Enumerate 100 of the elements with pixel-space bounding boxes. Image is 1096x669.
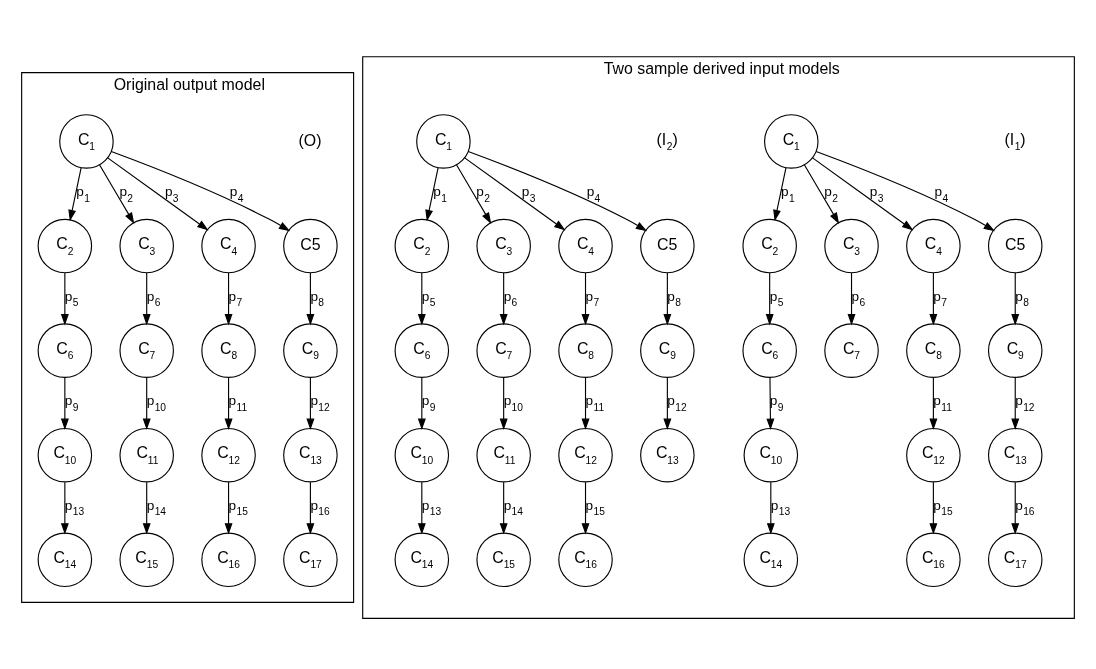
node-circle: C$_{11}$ [476, 427, 531, 483]
edge-label: p$_{2}$ [476, 184, 491, 204]
edge-label: p$_{10}$ [146, 393, 167, 413]
node-circle: C$_{3}$ [476, 218, 531, 274]
node-circle: C$_{14}$ [743, 532, 799, 588]
node-circle: C$_{8}$ [906, 323, 961, 378]
node-circle: C$_{7}$ [824, 323, 879, 378]
edge-label: p$_{9}$ [421, 393, 436, 413]
arrow [773, 167, 787, 222]
node-circle: C$_{16}$ [201, 532, 256, 588]
node-circle: C$_{17}$ [283, 532, 338, 588]
node-circle: C$_{7}$ [476, 323, 531, 378]
arrow [107, 157, 209, 231]
arrow [467, 151, 648, 232]
arrow [417, 272, 426, 326]
node-circle: C$_{6}$ [742, 323, 797, 378]
arrow [663, 272, 672, 326]
node-circle: C$_{7}$ [119, 323, 174, 378]
arrow [766, 481, 775, 535]
arrow [499, 481, 508, 535]
arrow [455, 164, 492, 224]
edge-label: p$_{10}$ [503, 393, 523, 413]
node-circle: C5 [640, 218, 695, 274]
arrow [811, 157, 914, 231]
arrow [110, 151, 291, 232]
edge-label: p$_{6}$ [146, 288, 161, 309]
edge-label: p$_{9}$ [64, 393, 79, 413]
node-circle: C$_{13}$ [987, 427, 1043, 483]
node-circle: C$_{15}$ [119, 532, 174, 588]
node-circle: C$_{12}$ [201, 427, 256, 483]
edge-label: p$_{13}$ [421, 497, 442, 518]
arrow [815, 151, 995, 232]
edge-label: p$_{4}$ [934, 184, 949, 204]
arrow [142, 481, 151, 535]
arrow [803, 164, 840, 224]
arrow [1011, 377, 1020, 430]
edge-label: p$_{15}$ [585, 497, 605, 518]
edge-label: p$_{5}$ [64, 288, 79, 309]
arrow [464, 157, 566, 231]
arrow [499, 272, 508, 326]
node-circle: C$_{13}$ [640, 427, 695, 483]
edge-label: p$_{1}$ [781, 184, 795, 204]
node-circle: C$_{6}$ [394, 323, 450, 378]
arrow [60, 377, 69, 430]
edge-label: p$_{3}$ [164, 184, 179, 204]
edge-label: p$_{7}$ [585, 288, 600, 309]
arrow [306, 272, 315, 326]
edge-label: p$_{13}$ [770, 497, 791, 518]
node-circle: C$_{14}$ [394, 532, 450, 588]
edge-label: p$_{5}$ [769, 288, 784, 309]
node-circle: C$_{4}$ [906, 218, 961, 274]
arrow [499, 377, 508, 430]
node-circle: C$_{1}$ [764, 114, 819, 169]
edge-label: p$_{16}$ [310, 497, 330, 518]
edge-label: p$_{2}$ [824, 184, 838, 204]
edge-label: p$_{13}$ [64, 497, 85, 518]
node-circle: C$_{9}$ [640, 323, 695, 378]
arrow [224, 272, 233, 326]
edge-label: p$_{8}$ [667, 288, 682, 309]
arrow [929, 377, 938, 430]
edge-label: p$_{1}$ [433, 184, 447, 204]
node-circle: C$_{9}$ [283, 323, 338, 378]
edge-label: p$_{11}$ [585, 393, 605, 413]
edge-label: p$_{7}$ [228, 288, 243, 309]
edge-label: p$_{11}$ [228, 393, 248, 413]
node-circle: C$_{9}$ [987, 323, 1043, 378]
edge-label: p$_{15}$ [228, 497, 248, 518]
arrow [306, 377, 315, 430]
arrow [306, 481, 315, 535]
arrow [581, 481, 590, 535]
edge-label: p$_{14}$ [503, 497, 523, 518]
edge-label: p$_{4}$ [229, 184, 244, 204]
node-circle: C$_{16}$ [558, 532, 613, 588]
arrow [417, 481, 426, 535]
arrow [425, 167, 439, 222]
edge-label: p$_{11}$ [933, 393, 952, 413]
node-circle: C$_{13}$ [283, 427, 338, 483]
node-circle: C$_{1}$ [416, 114, 471, 169]
node-circle: C$_{12}$ [906, 427, 961, 483]
node-circle: C$_{12}$ [558, 427, 613, 483]
node-circle: C$_{15}$ [476, 532, 531, 588]
edge-label: p$_{2}$ [119, 184, 134, 204]
edge-label: p$_{1}$ [76, 184, 90, 204]
arrow [142, 377, 151, 430]
node-circle: C$_{10}$ [394, 427, 450, 483]
node-circle: C$_{14}$ [37, 532, 93, 588]
arrow [663, 377, 672, 430]
node-circle: C$_{10}$ [37, 427, 93, 483]
edge-label: p$_{5}$ [421, 288, 436, 309]
edge-label: p$_{6}$ [851, 288, 866, 309]
edge-label: p$_{14}$ [146, 497, 167, 518]
edge-label: p$_{16}$ [1015, 497, 1035, 518]
node-circle: C5 [987, 218, 1043, 274]
edge-label: p$_{7}$ [933, 288, 948, 309]
arrow [929, 272, 938, 326]
arrow [1011, 481, 1020, 535]
edge-label: p$_{12}$ [667, 393, 687, 413]
node-circle: C$_{2}$ [37, 218, 93, 274]
label: (O) [298, 131, 322, 149]
arrow [417, 377, 426, 430]
